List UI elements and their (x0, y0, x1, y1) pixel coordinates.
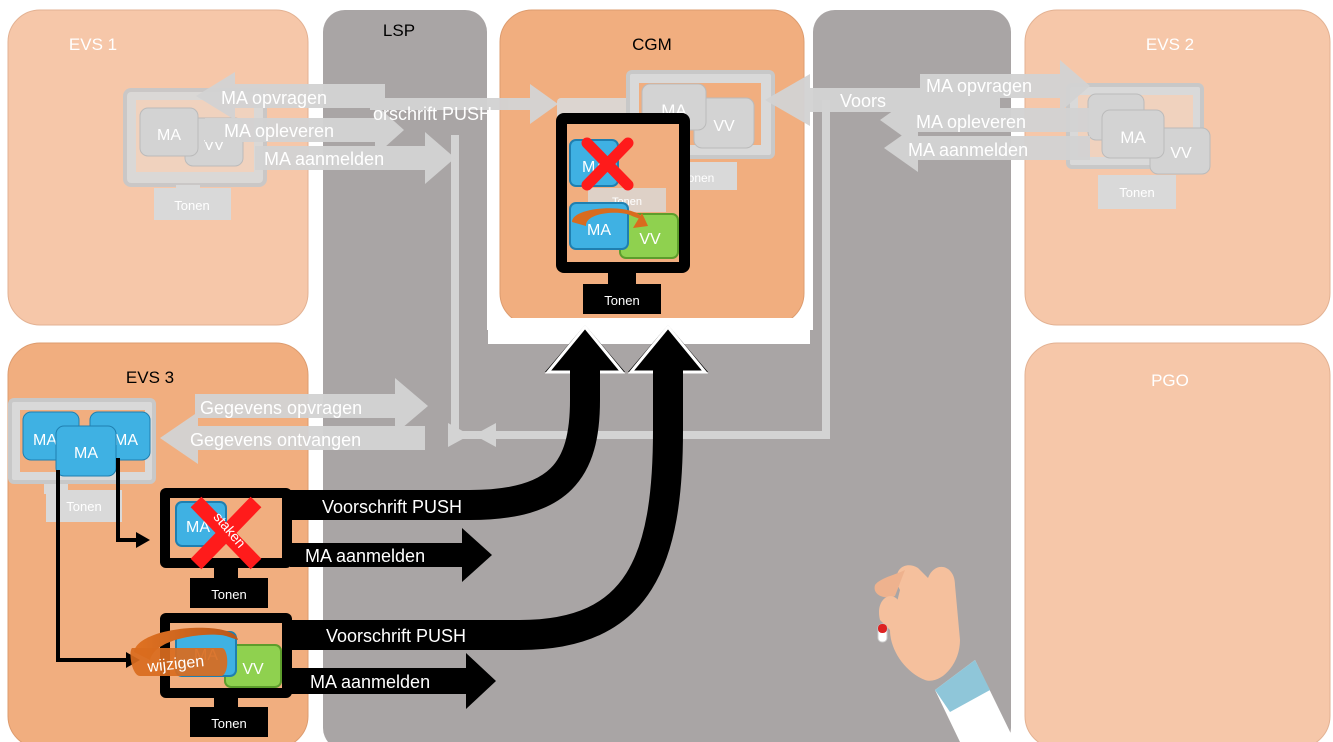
svg-text:VV: VV (639, 231, 661, 248)
evs3-monitor-wijzigen: Tonen VV MA wijzigen (130, 613, 292, 737)
svg-text:MA: MA (74, 445, 98, 462)
evs3-ontvangen-arrow (160, 412, 425, 464)
aanmelden2-arrow (290, 653, 496, 709)
aanmelden1-arrow (290, 528, 492, 582)
evs2-opleveren-arrow (880, 95, 1090, 145)
svg-text:MA: MA (114, 432, 138, 449)
cgm-monitor: Tonen Tonen MA VV MA (488, 113, 810, 344)
svg-text:VV: VV (242, 661, 264, 678)
evs1-aanmelden-label: MA aanmelden (264, 149, 384, 169)
svg-text:VV: VV (713, 118, 735, 135)
right-gray-column (813, 10, 1011, 742)
evs3-push2-label: Voorschrift PUSH (326, 626, 466, 646)
cgm-ma-stopped (569, 139, 619, 187)
svg-text:MA: MA (1120, 128, 1146, 147)
zone-title-evs3: EVS 3 (126, 368, 174, 387)
push-flow-arrows (290, 370, 683, 650)
evs2-computer: VV MA Tonen (1066, 83, 1211, 209)
wijzigen-label: wijzigen (146, 653, 205, 676)
cgm-cross-icon (581, 137, 634, 191)
evs3-ontvangen-label: Gegevens ontvangen (190, 430, 361, 450)
svg-text:MA: MA (186, 519, 210, 536)
wijzigen-change-icon (134, 627, 238, 660)
evs3-gray-arrows (160, 378, 428, 464)
zone-title-pgo: PGO (1151, 371, 1189, 390)
evs2-aanmelden-label: MA aanmelden (908, 140, 1028, 160)
evs2-arrows (765, 60, 1090, 172)
cgm-tonen-label: Tonen (604, 293, 639, 308)
evs1-opleveren-arrow (205, 104, 404, 156)
zone-title-evs2: EVS 2 (1146, 35, 1194, 54)
evs1-aanmelden-arrow (255, 132, 455, 184)
evs1-arrows (196, 72, 558, 184)
svg-text:MA: MA (157, 127, 181, 144)
evs1-push-arrow (370, 84, 558, 124)
evs3-elbow-connectors (56, 458, 140, 662)
evs3-aanmelden2-label: MA aanmelden (310, 672, 430, 692)
evs2-aanmelden-arrow (884, 124, 1090, 172)
evs3-opvragen-arrow (195, 378, 428, 434)
evs2-push-label: Voors (840, 91, 886, 111)
line-arrowhead-left (448, 423, 470, 447)
line-arrowhead (474, 423, 496, 447)
hand-with-pill-illustration (874, 565, 1015, 742)
evs1-push-label: orschrift PUSH (373, 104, 492, 124)
evs2-opvragen-label: MA opvragen (926, 76, 1032, 96)
push-arrowhead-2 (628, 325, 708, 372)
evs3-aanmelden1-label: MA aanmelden (305, 546, 425, 566)
zone-pgo (1024, 342, 1331, 742)
wijzigen-tonen-label: Tonen (211, 716, 246, 731)
evs1-opvragen-arrow (196, 72, 385, 120)
cgm-change-icon (572, 208, 643, 226)
evs2-opvragen-arrow (920, 60, 1090, 112)
staken-tonen-label: Tonen (211, 587, 246, 602)
svg-text:VV: VV (1170, 145, 1192, 162)
evs1-opvragen-label: MA opvragen (221, 88, 327, 108)
evs1-tonen-label: Tonen (174, 198, 209, 213)
evs3-monitor-staken: Tonen MA staken (160, 488, 292, 608)
zone-title-evs1: EVS 1 (69, 35, 117, 54)
zone-title-cgm: CGM (632, 35, 672, 54)
svg-text:MA: MA (587, 222, 611, 239)
evs3-aanmelden-arrows (290, 528, 496, 709)
evs3-tonen-label: Tonen (66, 499, 101, 514)
push-arrowhead-inner (556, 335, 614, 368)
evs3-opvragen-label: Gegevens opvragen (200, 398, 362, 418)
evs3-push1-label: Voorschrift PUSH (322, 497, 462, 517)
evs2-opleveren-label: MA opleveren (916, 112, 1026, 132)
push-arrow-outline (544, 324, 709, 374)
evs1-opleveren-label: MA opleveren (224, 121, 334, 141)
svg-text:MA: MA (33, 432, 57, 449)
evs2-push-arrow (765, 74, 1000, 126)
staken-cross-icon (190, 496, 262, 570)
evs2-tonen-label: Tonen (1119, 185, 1154, 200)
zone-title-lsp: LSP (383, 21, 415, 40)
